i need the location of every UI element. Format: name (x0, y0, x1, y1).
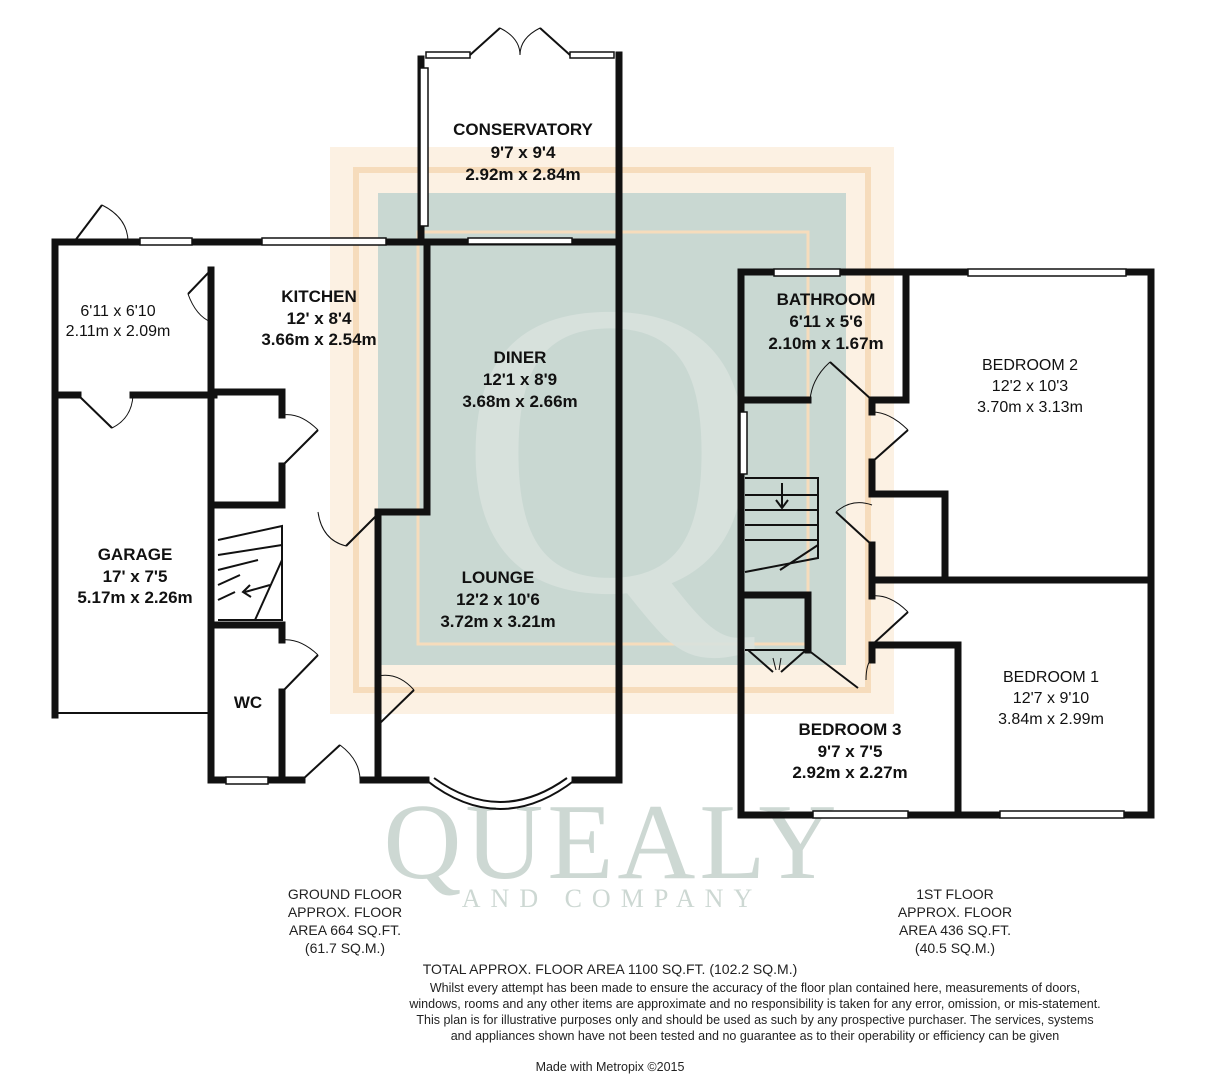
room-imperial: 9'7 x 7'5 (818, 742, 883, 761)
room-imperial: 6'11 x 6'10 (80, 303, 155, 320)
room-name: LOUNGE (462, 568, 535, 587)
room-kitchen: KITCHEN 12' x 8'4 3.66m x 2.54m (261, 287, 376, 349)
watermark-monogram: Q (458, 216, 761, 681)
disclaimer-text: Whilst every attempt has been made to en… (409, 981, 1101, 1043)
first-floor-line-3: AREA 436 SQ.FT. (898, 922, 1012, 938)
room-name: BEDROOM 1 (1003, 669, 1099, 686)
watermark-frame-inner (416, 230, 810, 646)
room-garage: GARAGE 17' x 7'5 5.17m x 2.26m (77, 545, 192, 607)
room-bedroom-1: BEDROOM 1 12'7 x 9'10 3.84m x 2.99m (998, 669, 1104, 728)
room-conservatory: CONSERVATORY 9'7 x 9'4 2.92m x 2.84m (453, 120, 593, 184)
room-metric: 2.92m x 2.27m (792, 763, 907, 782)
room-lounge: LOUNGE 12'2 x 10'6 3.72m x 3.21m (440, 568, 555, 631)
room-imperial: 12'2 x 10'3 (992, 378, 1068, 395)
room-name: GARAGE (98, 545, 173, 564)
first-floor-area: 1ST FLOOR APPROX. FLOOR AREA 436 SQ.FT. … (880, 885, 1030, 957)
room-bathroom: BATHROOM 6'11 x 5'6 2.10m x 1.67m (768, 290, 883, 353)
ground-floor-line-2: APPROX. FLOOR (287, 904, 403, 920)
room-imperial: 12'7 x 9'10 (1013, 690, 1089, 707)
room-imperial: 9'7 x 9'4 (491, 143, 556, 162)
room-imperial: 17' x 7'5 (103, 567, 168, 586)
room-utility: 6'11 x 6'10 2.11m x 2.09m (66, 303, 171, 340)
watermark-brand-name: QUEALY (383, 783, 840, 902)
first-floor-stairs (744, 477, 819, 573)
room-metric: 3.84m x 2.99m (998, 711, 1104, 728)
room-bedroom-3: BEDROOM 3 9'7 x 7'5 2.92m x 2.27m (792, 720, 907, 782)
first-floor-line-2: APPROX. FLOOR (897, 904, 1013, 920)
first-floor-line-1: 1ST FLOOR (916, 886, 994, 902)
room-diner: DINER 12'1 x 8'9 3.68m x 2.66m (462, 348, 577, 411)
room-metric: 3.70m x 3.13m (977, 399, 1083, 416)
room-metric: 3.66m x 2.54m (261, 330, 376, 349)
room-metric: 3.72m x 3.21m (440, 612, 555, 631)
room-name: CONSERVATORY (453, 120, 593, 139)
ground-floor-line-4: (61.7 SQ.M.) (304, 940, 386, 956)
room-name: DINER (494, 348, 547, 367)
ground-floor-plan (51, 27, 623, 810)
ground-floor-line-3: AREA 664 SQ.FT. (288, 922, 402, 938)
room-name: KITCHEN (281, 287, 357, 306)
watermark: Q QUEALY AND COMPANY (330, 147, 894, 913)
room-name: BATHROOM (777, 290, 876, 309)
room-name: BEDROOM 2 (982, 357, 1078, 374)
room-name: BEDROOM 3 (799, 720, 902, 739)
total-floor-area: TOTAL APPROX. FLOOR AREA 1100 SQ.FT. (10… (422, 961, 798, 977)
watermark-frame-band (353, 167, 871, 693)
room-metric: 5.17m x 2.26m (77, 588, 192, 607)
ground-floor-stairs (217, 524, 283, 621)
first-floor-plan (737, 268, 1155, 819)
room-metric: 2.92m x 2.84m (465, 165, 580, 184)
room-wc: WC (234, 693, 262, 712)
room-bedroom-2: BEDROOM 2 12'2 x 10'3 3.70m x 3.13m (977, 357, 1083, 416)
first-floor-line-4: (40.5 SQ.M.) (914, 940, 996, 956)
room-imperial: 12' x 8'4 (287, 309, 352, 328)
room-imperial: 6'11 x 5'6 (789, 312, 862, 331)
room-imperial: 12'2 x 10'6 (456, 590, 540, 609)
ground-floor-area: GROUND FLOOR APPROX. FLOOR AREA 664 SQ.F… (270, 885, 420, 957)
room-metric: 3.68m x 2.66m (462, 392, 577, 411)
room-name: WC (234, 693, 262, 712)
credit-text: Made with Metropix ©2015 (535, 1060, 685, 1074)
room-imperial: 12'1 x 8'9 (483, 370, 557, 389)
room-metric: 2.11m x 2.09m (66, 323, 171, 340)
room-metric: 2.10m x 1.67m (768, 334, 883, 353)
ground-floor-line-1: GROUND FLOOR (287, 886, 403, 902)
watermark-brand-tagline: AND COMPANY (462, 884, 762, 913)
